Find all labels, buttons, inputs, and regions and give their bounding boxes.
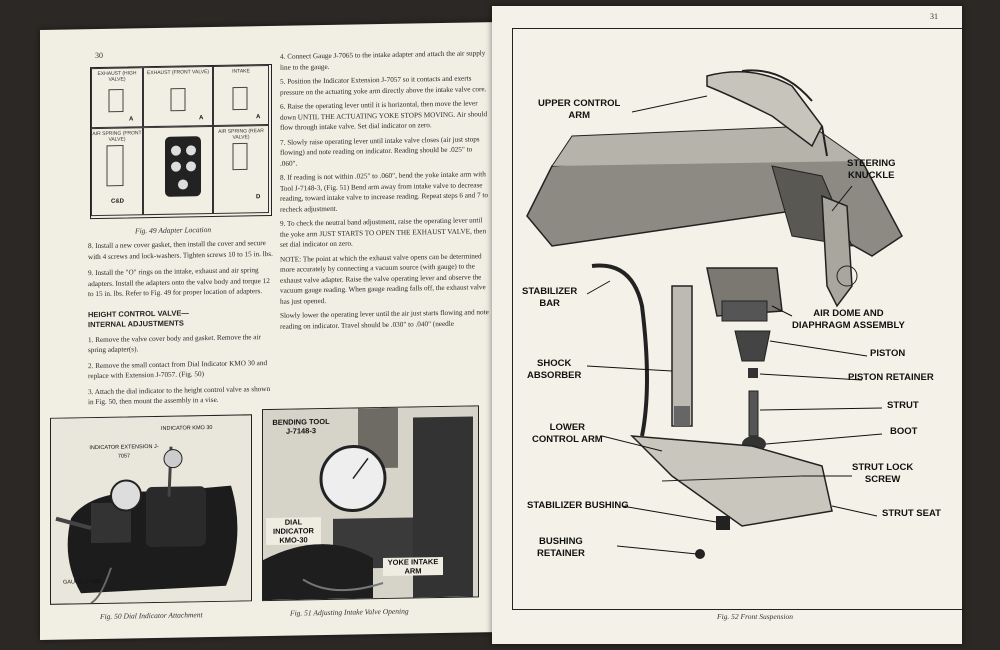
bending-tool-photo [263,406,478,601]
label-strut-lock-screw: STRUT LOCK SCREW [852,462,914,485]
photo-label: YOKE INTAKE ARM [383,556,443,577]
right-column: 4. Connect Gauge J-7065 to the intake ad… [280,48,490,332]
label-stabilizer-bar: STABILIZER BAR [522,286,578,309]
step-paragraph: 8. If reading is not within .025" to .06… [280,170,488,214]
letter-label: A [256,114,261,121]
section-heading: HEIGHT CONTROL VALVE— INTERNAL ADJUSTMEN… [88,307,189,330]
fig49-caption: Fig. 49 Adapter Location [135,225,212,236]
adapter-drawings [106,86,248,197]
label-lower-control-arm: LOWER CONTROL ARM [532,422,603,445]
label-piston-retainer: PISTON RETAINER [848,372,934,383]
label-air-dome: AIR DOME AND DIAPHRAGM ASSEMBLY [792,308,905,331]
fig52-caption: Fig. 52 Front Suspension [717,612,793,621]
step-paragraph: 6. Raise the operating lever until it is… [280,99,488,132]
step-paragraph: 9. Install the "O" rings on the intake, … [88,266,270,299]
step-paragraph: Slowly lower the operating lever until t… [280,308,489,331]
page-number: 31 [930,12,938,21]
step-paragraph: 1. Remove the valve cover body and gaske… [88,332,261,355]
right-page: 31 [492,6,962,644]
step-paragraph: 8. Install a new cover gasket, then inst… [88,239,273,261]
label-shock-absorber: SHOCK ABSORBER [527,358,582,381]
dial-indicator-photo [51,415,251,604]
photo-label: INDICATOR EXTENSION J-7057 [89,443,159,460]
step-paragraph: 5. Position the Indicator Extension J-70… [280,74,487,97]
photo-label: INDICATOR KMO 30 [161,424,213,432]
letter-label: C&D [111,198,124,205]
label-upper-control-arm: UPPER CONTROL ARM [538,98,621,121]
label-boot: BOOT [890,426,918,437]
step-paragraph: 2. Remove the small contact from Dial In… [88,358,268,381]
label-stabilizer-bushing: STABILIZER BUSHING [527,500,629,511]
fig51-photo: BENDING TOOL J-7148-3 DIAL INDICATOR KMO… [262,405,479,602]
left-column: 8. Install a new cover gasket, then inst… [88,238,273,408]
label-bushing-retainer: BUSHING RETAINER [537,536,585,559]
fig50-caption: Fig. 50 Dial Indicator Attachment [100,610,203,621]
label-steering-knuckle: STEERING KNUCKLE [847,158,896,181]
step-paragraph: 3. Attach the dial indicator to the heig… [88,384,271,407]
photo-label: BENDING TOOL J-7148-3 [272,416,330,436]
note-paragraph: NOTE: The point at which the exhaust val… [280,251,486,306]
letter-label: D [256,194,261,201]
photo-label: GAUGE J-7065 [63,578,102,586]
step-paragraph: 9. To check the neutral band adjustment,… [280,216,487,249]
photo-label: DIAL INDICATOR KMO-30 [266,517,321,546]
fig51-caption: Fig. 51 Adjusting Intake Valve Opening [290,606,409,618]
page-number: 30 [95,50,103,61]
fig50-photo: INDICATOR KMO 30 INDICATOR EXTENSION J-7… [50,414,252,605]
step-paragraph: 7. Slowly raise operating lever until in… [280,134,480,168]
letter-label: A [129,116,134,123]
letter-label: A [199,115,204,122]
label-strut-seat: STRUT SEAT [882,508,941,519]
fig49-adapter-grid: EXHAUST (HIGH VALVE) EXHAUST (FRONT VALV… [90,63,272,220]
label-piston: PISTON [870,348,906,359]
left-page: 30 EXHAUST (HIGH VALVE) EXHAUST (FRONT V… [40,21,510,640]
fig52-frame [512,28,962,610]
label-strut: STRUT [887,400,919,411]
front-suspension-drawing [526,69,903,559]
step-paragraph: 4. Connect Gauge J-7065 to the intake ad… [280,49,486,72]
